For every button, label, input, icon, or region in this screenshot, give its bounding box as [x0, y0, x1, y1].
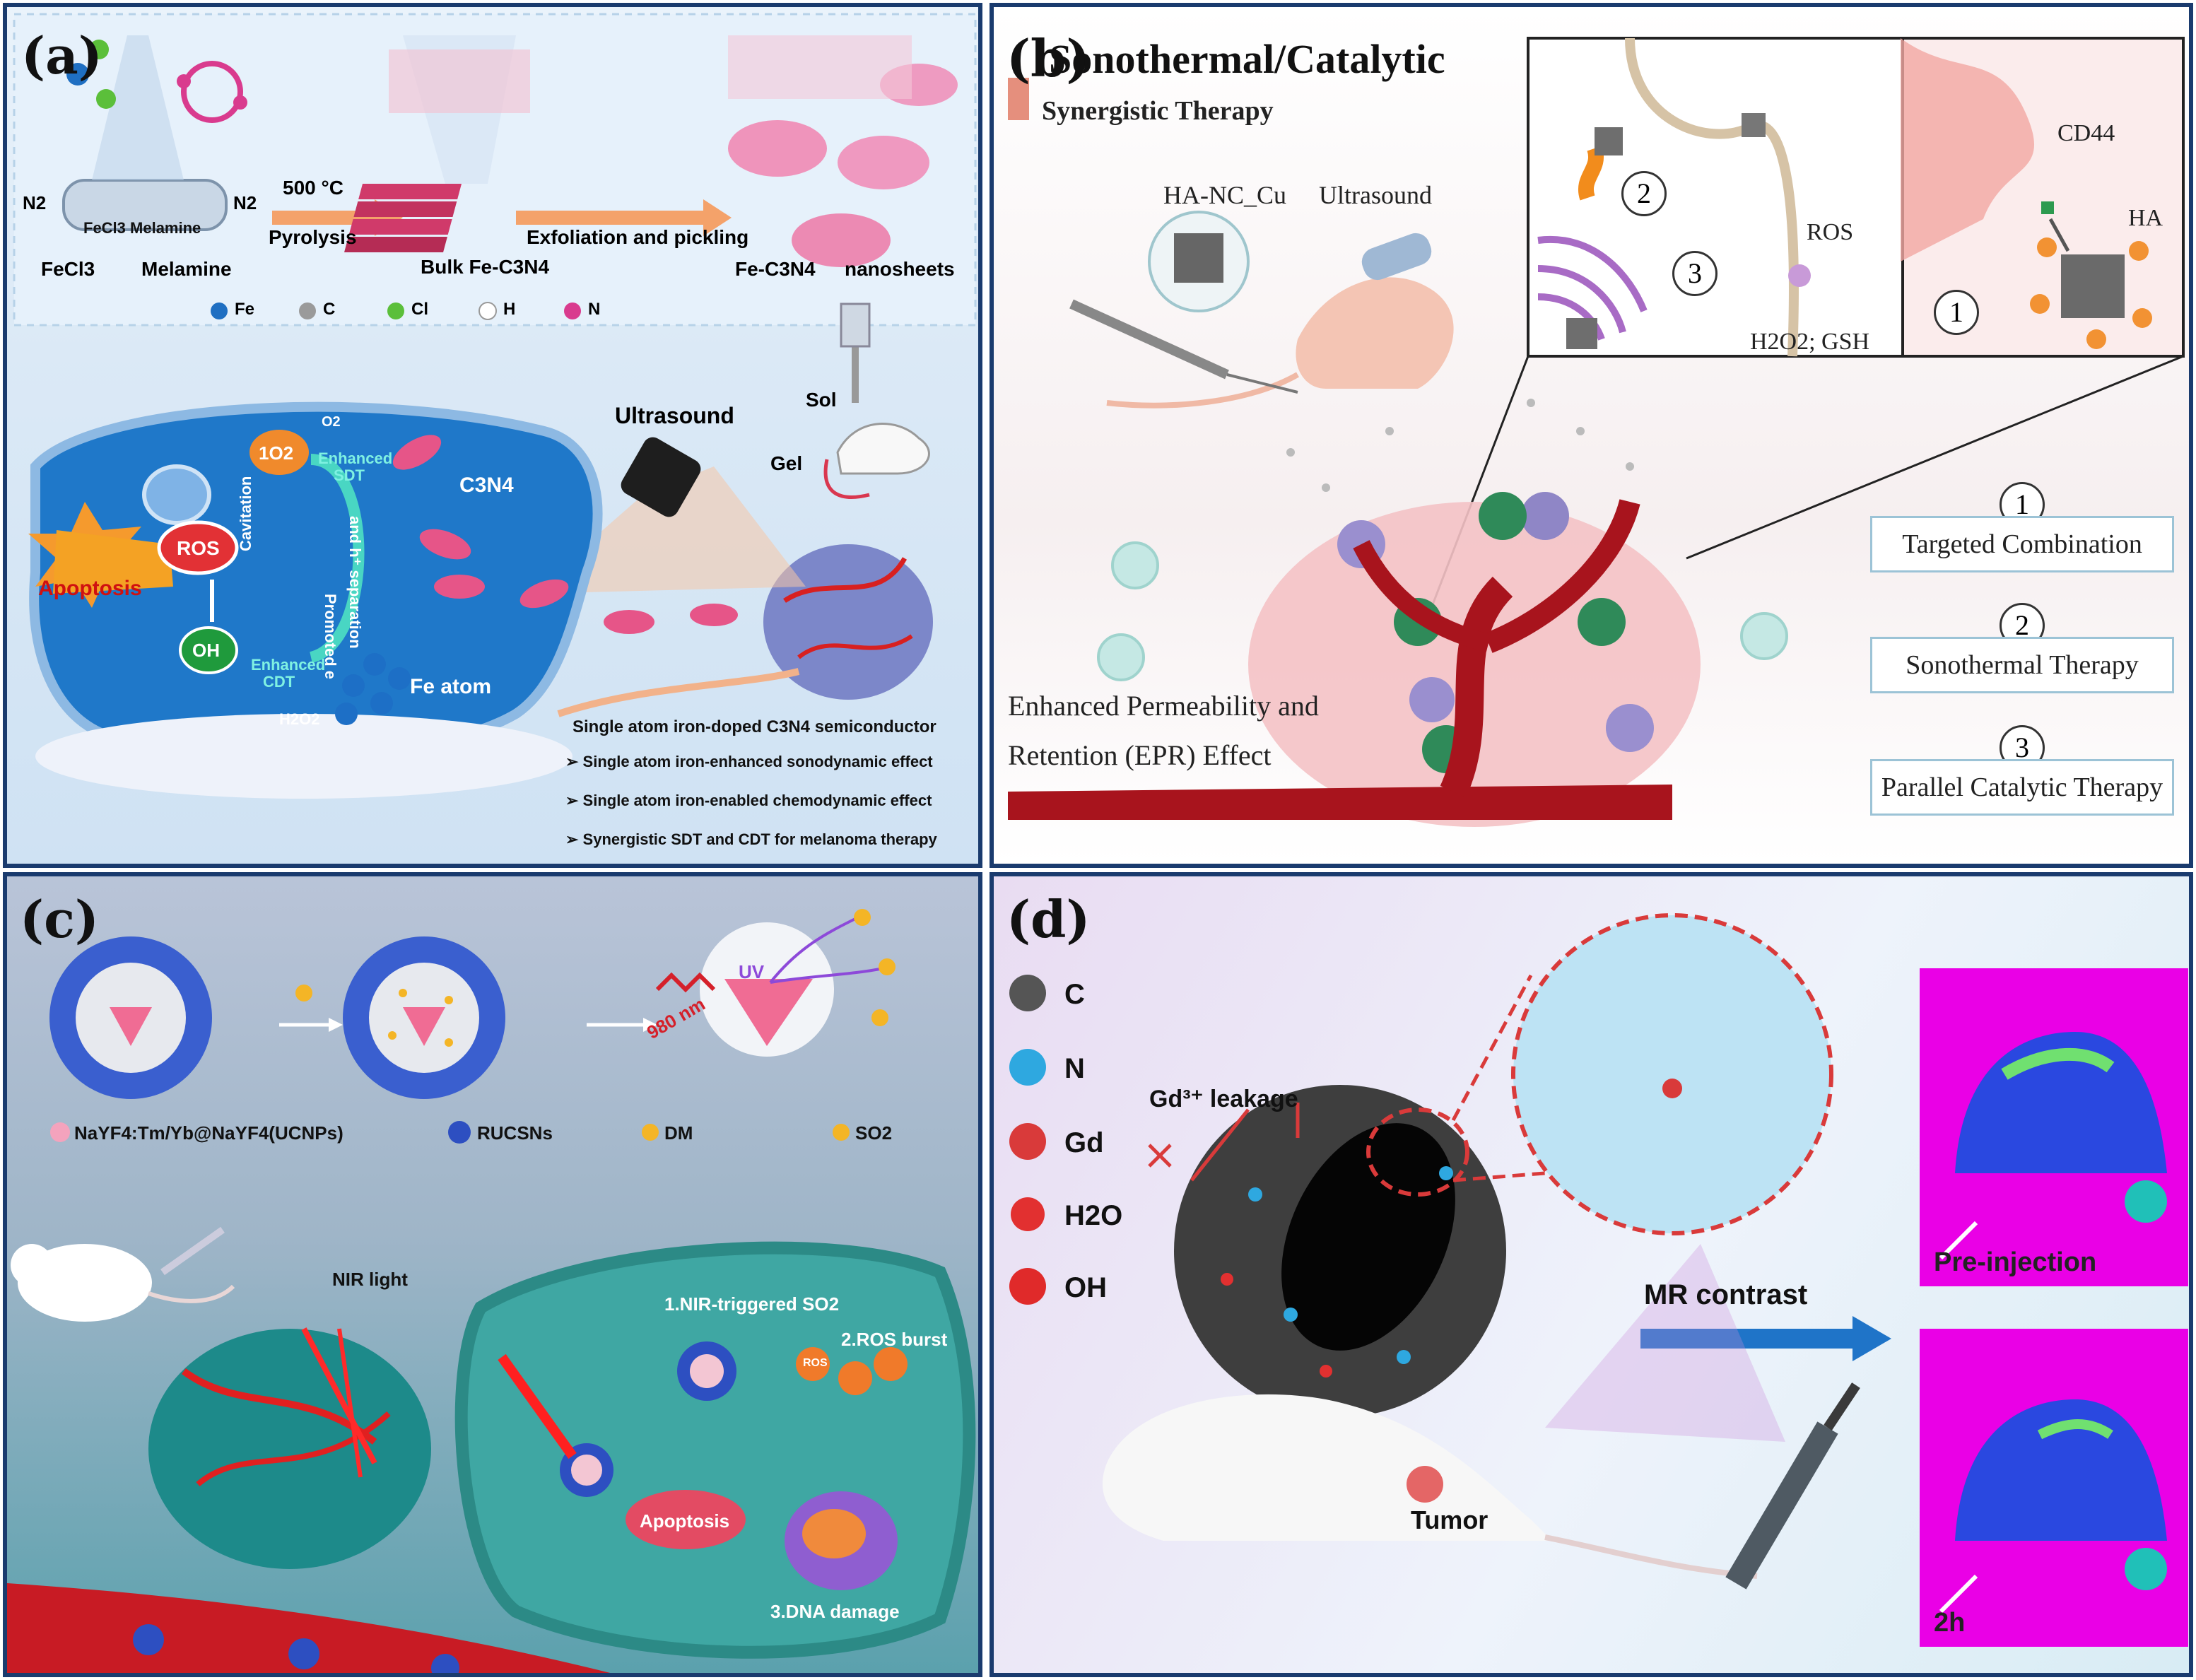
apoptosis-label-c: Apoptosis — [640, 1510, 730, 1532]
ultrasound-label: Ultrasound — [615, 403, 734, 428]
panel-b-subtitle: Synergistic Therapy — [1042, 96, 1274, 126]
legend-n: N — [588, 300, 601, 319]
nir-light-label: NIR light — [332, 1269, 408, 1290]
legend-rucsns: RUCSNs — [477, 1122, 553, 1144]
tube-label: FeCl3 Melamine — [83, 219, 201, 237]
summary-bullet-2: ➢ Single atom iron-enabled chemodynamic … — [565, 792, 932, 809]
post-2h-label: 2h — [1934, 1608, 1966, 1638]
legend-c: C — [323, 300, 336, 319]
pyrolysis-label: Pyrolysis — [269, 226, 357, 248]
step-1-label: 1.NIR-triggered SO2 — [664, 1293, 840, 1315]
oh-label: OH — [192, 640, 220, 661]
panel-b-label: (b) — [1006, 28, 1091, 88]
tumor-label: Tumor — [1411, 1505, 1489, 1534]
temperature-label: 500 °C — [283, 177, 344, 199]
apoptosis-label: Apoptosis — [38, 577, 142, 600]
c3n4-label: C3N4 — [459, 474, 514, 497]
legend-oh-d: OH — [1064, 1272, 1107, 1303]
legend-sonothermal-therapy: Sonothermal Therapy — [1870, 637, 2174, 693]
panel-c: (c) 980 nm UV NaYF4:Tm/Yb@NaYF4(UCNPs) R… — [3, 872, 982, 1677]
mr-contrast-label: MR contrast — [1644, 1279, 1808, 1310]
pre-injection-label: Pre-injection — [1934, 1247, 2097, 1277]
h2o2-gsh-label: H2O2; GSH — [1750, 329, 1870, 355]
inset-step-1: 1 — [1934, 290, 1979, 335]
panel-a: (a) FeCl3 Melamine N2 N2 FeCl3 Melamine … — [3, 3, 982, 868]
legend-parallel-catalytic-therapy: Parallel Catalytic Therapy — [1870, 759, 2174, 816]
singlet-oxygen-label: 1O2 — [259, 442, 294, 464]
panel-b-graphics — [1008, 37, 2185, 827]
ha-label: HA — [2128, 205, 2163, 231]
cavitation-label: Cavitation — [237, 476, 254, 551]
melamine-label: Melamine — [141, 258, 232, 280]
n2-left-label: N2 — [23, 192, 47, 213]
enhanced-sdt-a: Enhanced — [318, 450, 393, 467]
legend-so2: SO2 — [855, 1122, 893, 1144]
gd-leakage-label: Gd³⁺ leakage — [1149, 1086, 1298, 1112]
panel-b-title: Sonothermal/Catalytic — [1049, 36, 1445, 82]
legend-gd-d: Gd — [1064, 1127, 1104, 1158]
legend-targeted-combination: Targeted Combination — [1870, 516, 2174, 572]
nanosheets-label-a: Fe-C3N4 — [735, 258, 816, 280]
enhanced-cdt-b: CDT — [263, 673, 295, 691]
n2-right-label: N2 — [233, 192, 257, 213]
gel-label: Gel — [770, 452, 803, 474]
cd44-label: CD44 — [2057, 120, 2115, 146]
summary-title: Single atom iron-doped C3N4 semiconducto… — [573, 717, 936, 736]
panel-a-label: (a) — [21, 25, 102, 86]
panel-b: (b) Sonothermal/Catalytic Synergistic Th… — [990, 3, 2193, 868]
legend-h2o-d: H2O — [1064, 1200, 1123, 1231]
epr-label-b: Retention (EPR) Effect — [1008, 739, 1272, 771]
panel-d: (d) C N Gd H2O OH Gd³⁺ leakage MR contra… — [990, 872, 2193, 1677]
legend-dm: DM — [664, 1122, 693, 1144]
legend-cl: Cl — [411, 300, 428, 319]
bulk-label: Bulk Fe-C3N4 — [421, 256, 550, 278]
legend-ucnps: NaYF4:Tm/Yb@NaYF4(UCNPs) — [74, 1122, 344, 1144]
legend-fe: Fe — [235, 300, 255, 319]
legend-n-d: N — [1064, 1053, 1085, 1084]
promoted-label-b: and h⁺ separation — [346, 516, 364, 649]
ultrasound-label-b: Ultrasound — [1319, 181, 1432, 209]
enhanced-sdt-b: SDT — [334, 466, 365, 484]
panel-d-label: (d) — [1006, 889, 1091, 949]
panel-a-graphics — [13, 13, 977, 799]
epr-label-a: Enhanced Permeability and — [1008, 690, 1319, 722]
fecl3-label: FeCl3 — [41, 258, 95, 280]
ros-label: ROS — [177, 537, 220, 559]
summary-bullet-3: ➢ Synergistic SDT and CDT for melanoma t… — [565, 830, 937, 848]
fe-atom-label: Fe atom — [410, 675, 492, 698]
legend-h: H — [503, 300, 516, 319]
panel-d-graphics — [1009, 913, 2188, 1647]
ros-label-b: ROS — [1807, 219, 1854, 245]
step-2-label: 2.ROS burst — [841, 1329, 948, 1350]
o2-label: O2 — [322, 414, 341, 430]
summary-bullet-1: ➢ Single atom iron-enhanced sonodynamic … — [565, 753, 933, 770]
h2o2-label: H2O2 — [279, 710, 320, 728]
legend-c-d: C — [1064, 979, 1085, 1010]
panel-c-graphics — [7, 909, 976, 1673]
ros-burst-label: ROS — [803, 1357, 828, 1369]
step-3-label: 3.DNA damage — [770, 1601, 900, 1622]
exfoliation-label: Exfoliation and pickling — [527, 226, 749, 248]
inset-step-2: 2 — [1621, 171, 1667, 216]
inset-step-3: 3 — [1672, 251, 1718, 296]
enhanced-cdt-a: Enhanced — [251, 656, 326, 674]
nanosheets-label-b: nanosheets — [845, 258, 955, 280]
panel-c-label: (c) — [20, 889, 99, 949]
hanc-label: HA-NC_Cu — [1163, 181, 1287, 209]
sol-label: Sol — [806, 389, 837, 411]
uv-label: UV — [739, 961, 765, 982]
